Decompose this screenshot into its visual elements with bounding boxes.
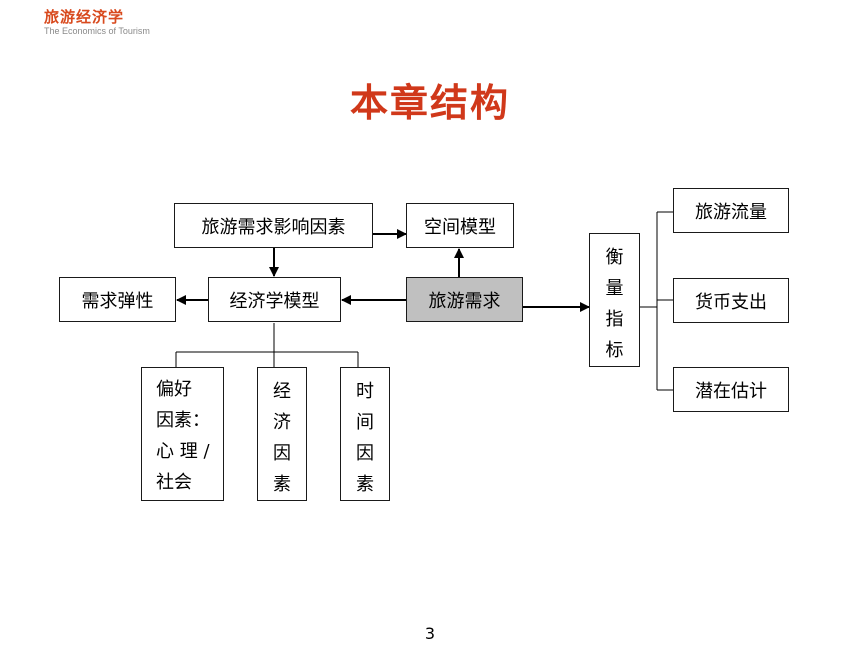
node-economic-char: 素 [273,474,291,495]
node-preference-line: 因素： [156,410,210,431]
logo-chinese-text: 旅游经济学 [44,8,125,26]
node-tourism-demand-label: 旅游需求 [428,290,501,312]
node-demand-elasticity-label: 需求弹性 [81,290,154,312]
node-time-char: 素 [356,474,374,495]
node-measure-char: 标 [605,340,624,361]
node-space-model-label: 空间模型 [424,216,496,238]
node-preference-line: 心 理 / [156,441,210,462]
node-economic-char: 济 [273,412,291,433]
node-preference-line: 社会 [156,472,192,493]
node-space-model: 空间模型 [406,203,514,248]
node-tourism-flow: 旅游流量 [673,188,789,233]
node-tourism-demand: 旅游需求 [406,277,523,322]
node-econ-model-label: 经济学模型 [229,290,320,312]
node-measure-char: 指 [605,309,624,330]
node-money-spending-label: 货币支出 [695,291,767,313]
page-number: 3 [424,624,436,643]
node-measure-char: 衡 [605,247,624,268]
node-influence-factors: 旅游需求影响因素 [174,203,373,248]
node-influence-factors-label: 旅游需求影响因素 [201,216,346,238]
node-latent-estimate: 潜在估计 [673,367,789,412]
node-money-spending: 货币支出 [673,278,789,323]
node-tourism-flow-label: 旅游流量 [695,201,767,223]
node-latent-estimate-label: 潜在估计 [695,380,767,402]
logo-english-text: The Economics of Tourism [44,26,150,36]
node-economic-char: 因 [273,443,291,464]
node-time-char: 时 [356,381,374,402]
node-time-char: 间 [356,412,374,433]
node-preference-factors: 偏好 因素： 心 理 / 社会 [141,367,224,501]
node-demand-elasticity: 需求弹性 [59,277,176,322]
logo: 旅游经济学 The Economics of Tourism [44,8,150,37]
node-econ-model: 经济学模型 [208,277,341,322]
node-time-factors: 时 间 因 素 [340,367,390,501]
node-time-char: 因 [356,443,374,464]
node-preference-line: 偏好 [156,379,192,400]
node-economic-factors: 经 济 因 素 [257,367,307,501]
node-economic-char: 经 [273,381,291,402]
slide-title: 本章结构 [349,81,510,125]
node-measure-char: 量 [605,278,624,299]
node-measure-index: 衡 量 指 标 [589,233,640,367]
